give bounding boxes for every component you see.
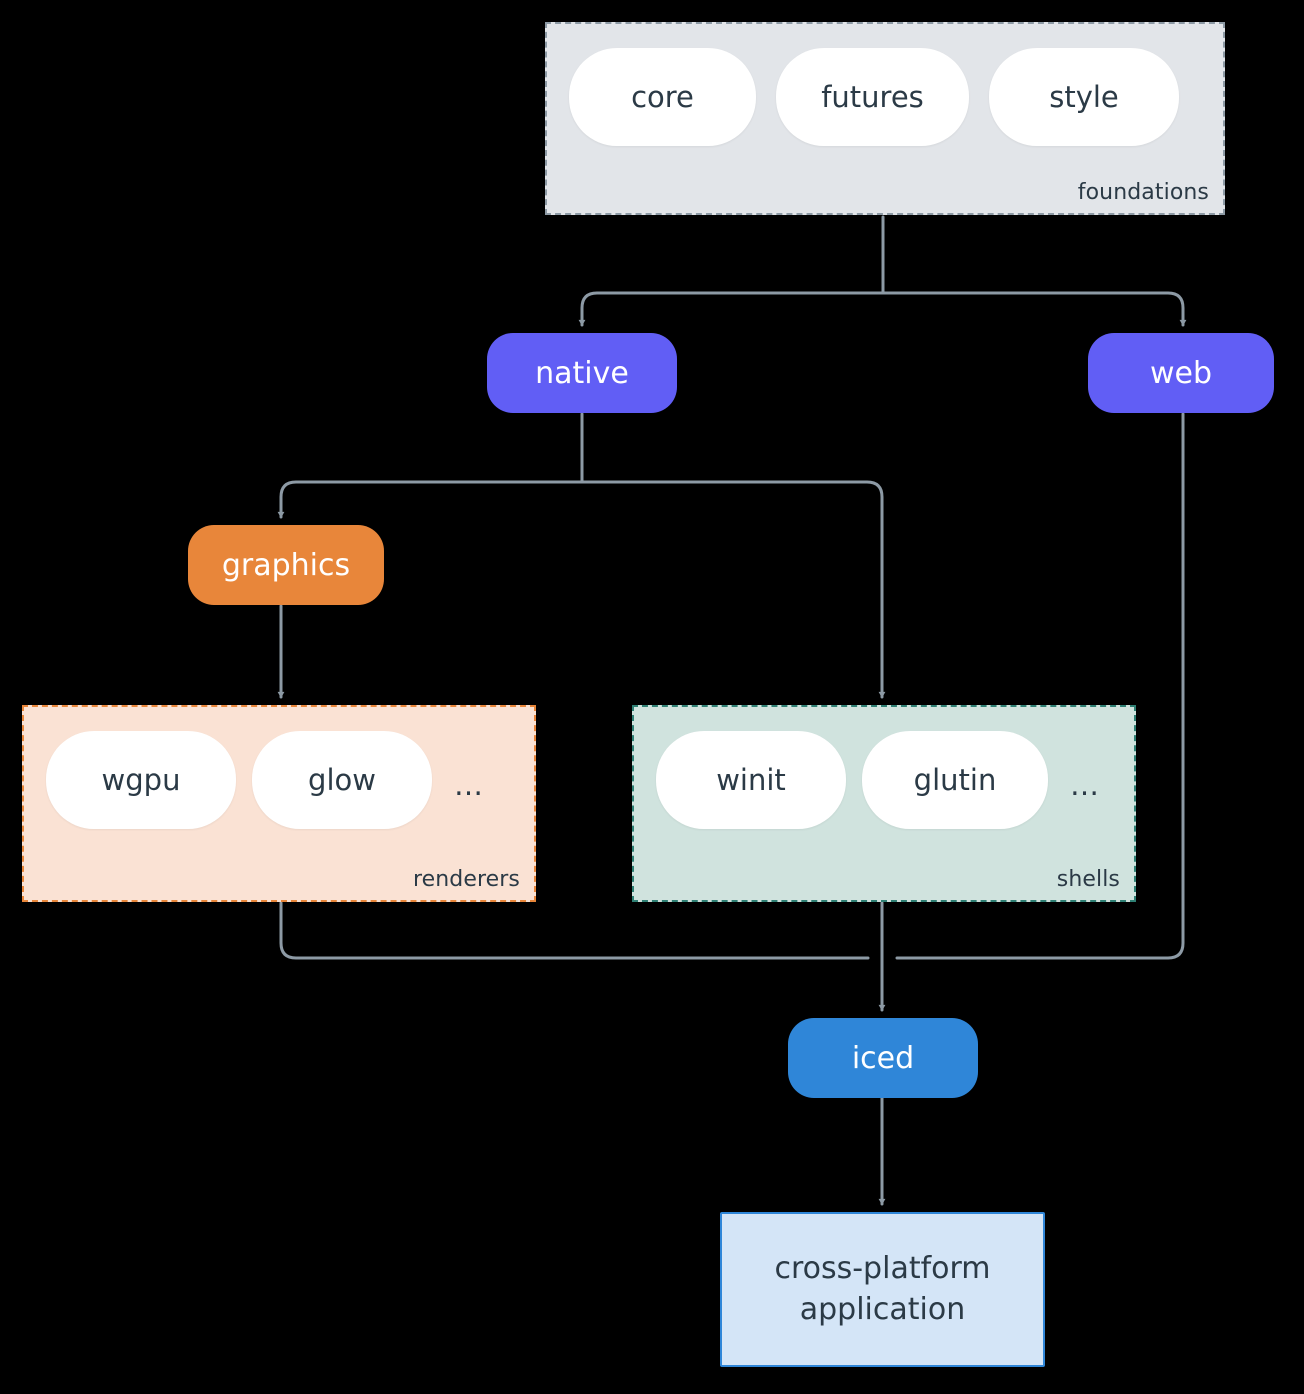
renderers-more-ellipsis: … bbox=[454, 767, 483, 802]
foundations-group-label: foundations bbox=[1077, 180, 1209, 205]
edge-native-to-shells bbox=[580, 480, 886, 699]
shells-group-label: shells bbox=[1056, 867, 1120, 892]
pill-glow[interactable]: glow bbox=[252, 731, 432, 829]
pill-winit[interactable]: winit bbox=[656, 731, 846, 829]
group-shells[interactable]: winit glutin … shells bbox=[632, 705, 1136, 902]
renderers-items: wgpu glow … bbox=[46, 731, 489, 829]
node-iced-label: iced bbox=[851, 1040, 915, 1076]
node-native[interactable]: native bbox=[487, 333, 677, 413]
node-cross-platform-application[interactable]: cross-platform application bbox=[720, 1212, 1045, 1367]
node-web[interactable]: web bbox=[1088, 333, 1274, 413]
pill-wgpu[interactable]: wgpu bbox=[46, 731, 236, 829]
edge-foundations-to-native bbox=[578, 291, 885, 327]
foundations-items: core futures style bbox=[569, 48, 1179, 146]
edge-native-to-graphics bbox=[277, 480, 584, 519]
edge-renderers-to-iced bbox=[279, 901, 870, 960]
node-graphics[interactable]: graphics bbox=[188, 525, 384, 605]
shells-more-ellipsis: … bbox=[1070, 767, 1099, 802]
application-label-line1: cross-platform bbox=[774, 1251, 991, 1286]
node-web-label: web bbox=[1149, 355, 1213, 391]
node-iced[interactable]: iced bbox=[788, 1018, 978, 1098]
application-label-line2: application bbox=[799, 1291, 966, 1327]
pill-glutin[interactable]: glutin bbox=[862, 731, 1048, 829]
edge-foundations-to-web bbox=[881, 291, 1187, 327]
pill-style[interactable]: style bbox=[989, 48, 1179, 146]
node-graphics-label: graphics bbox=[221, 547, 351, 583]
node-native-label: native bbox=[535, 355, 629, 391]
group-renderers[interactable]: wgpu glow … renderers bbox=[22, 705, 536, 902]
pill-core[interactable]: core bbox=[569, 48, 756, 146]
renderers-group-label: renderers bbox=[412, 867, 520, 892]
shells-items: winit glutin … bbox=[656, 731, 1105, 829]
pill-futures[interactable]: futures bbox=[776, 48, 969, 146]
group-foundations[interactable]: core futures style foundations bbox=[545, 22, 1225, 215]
